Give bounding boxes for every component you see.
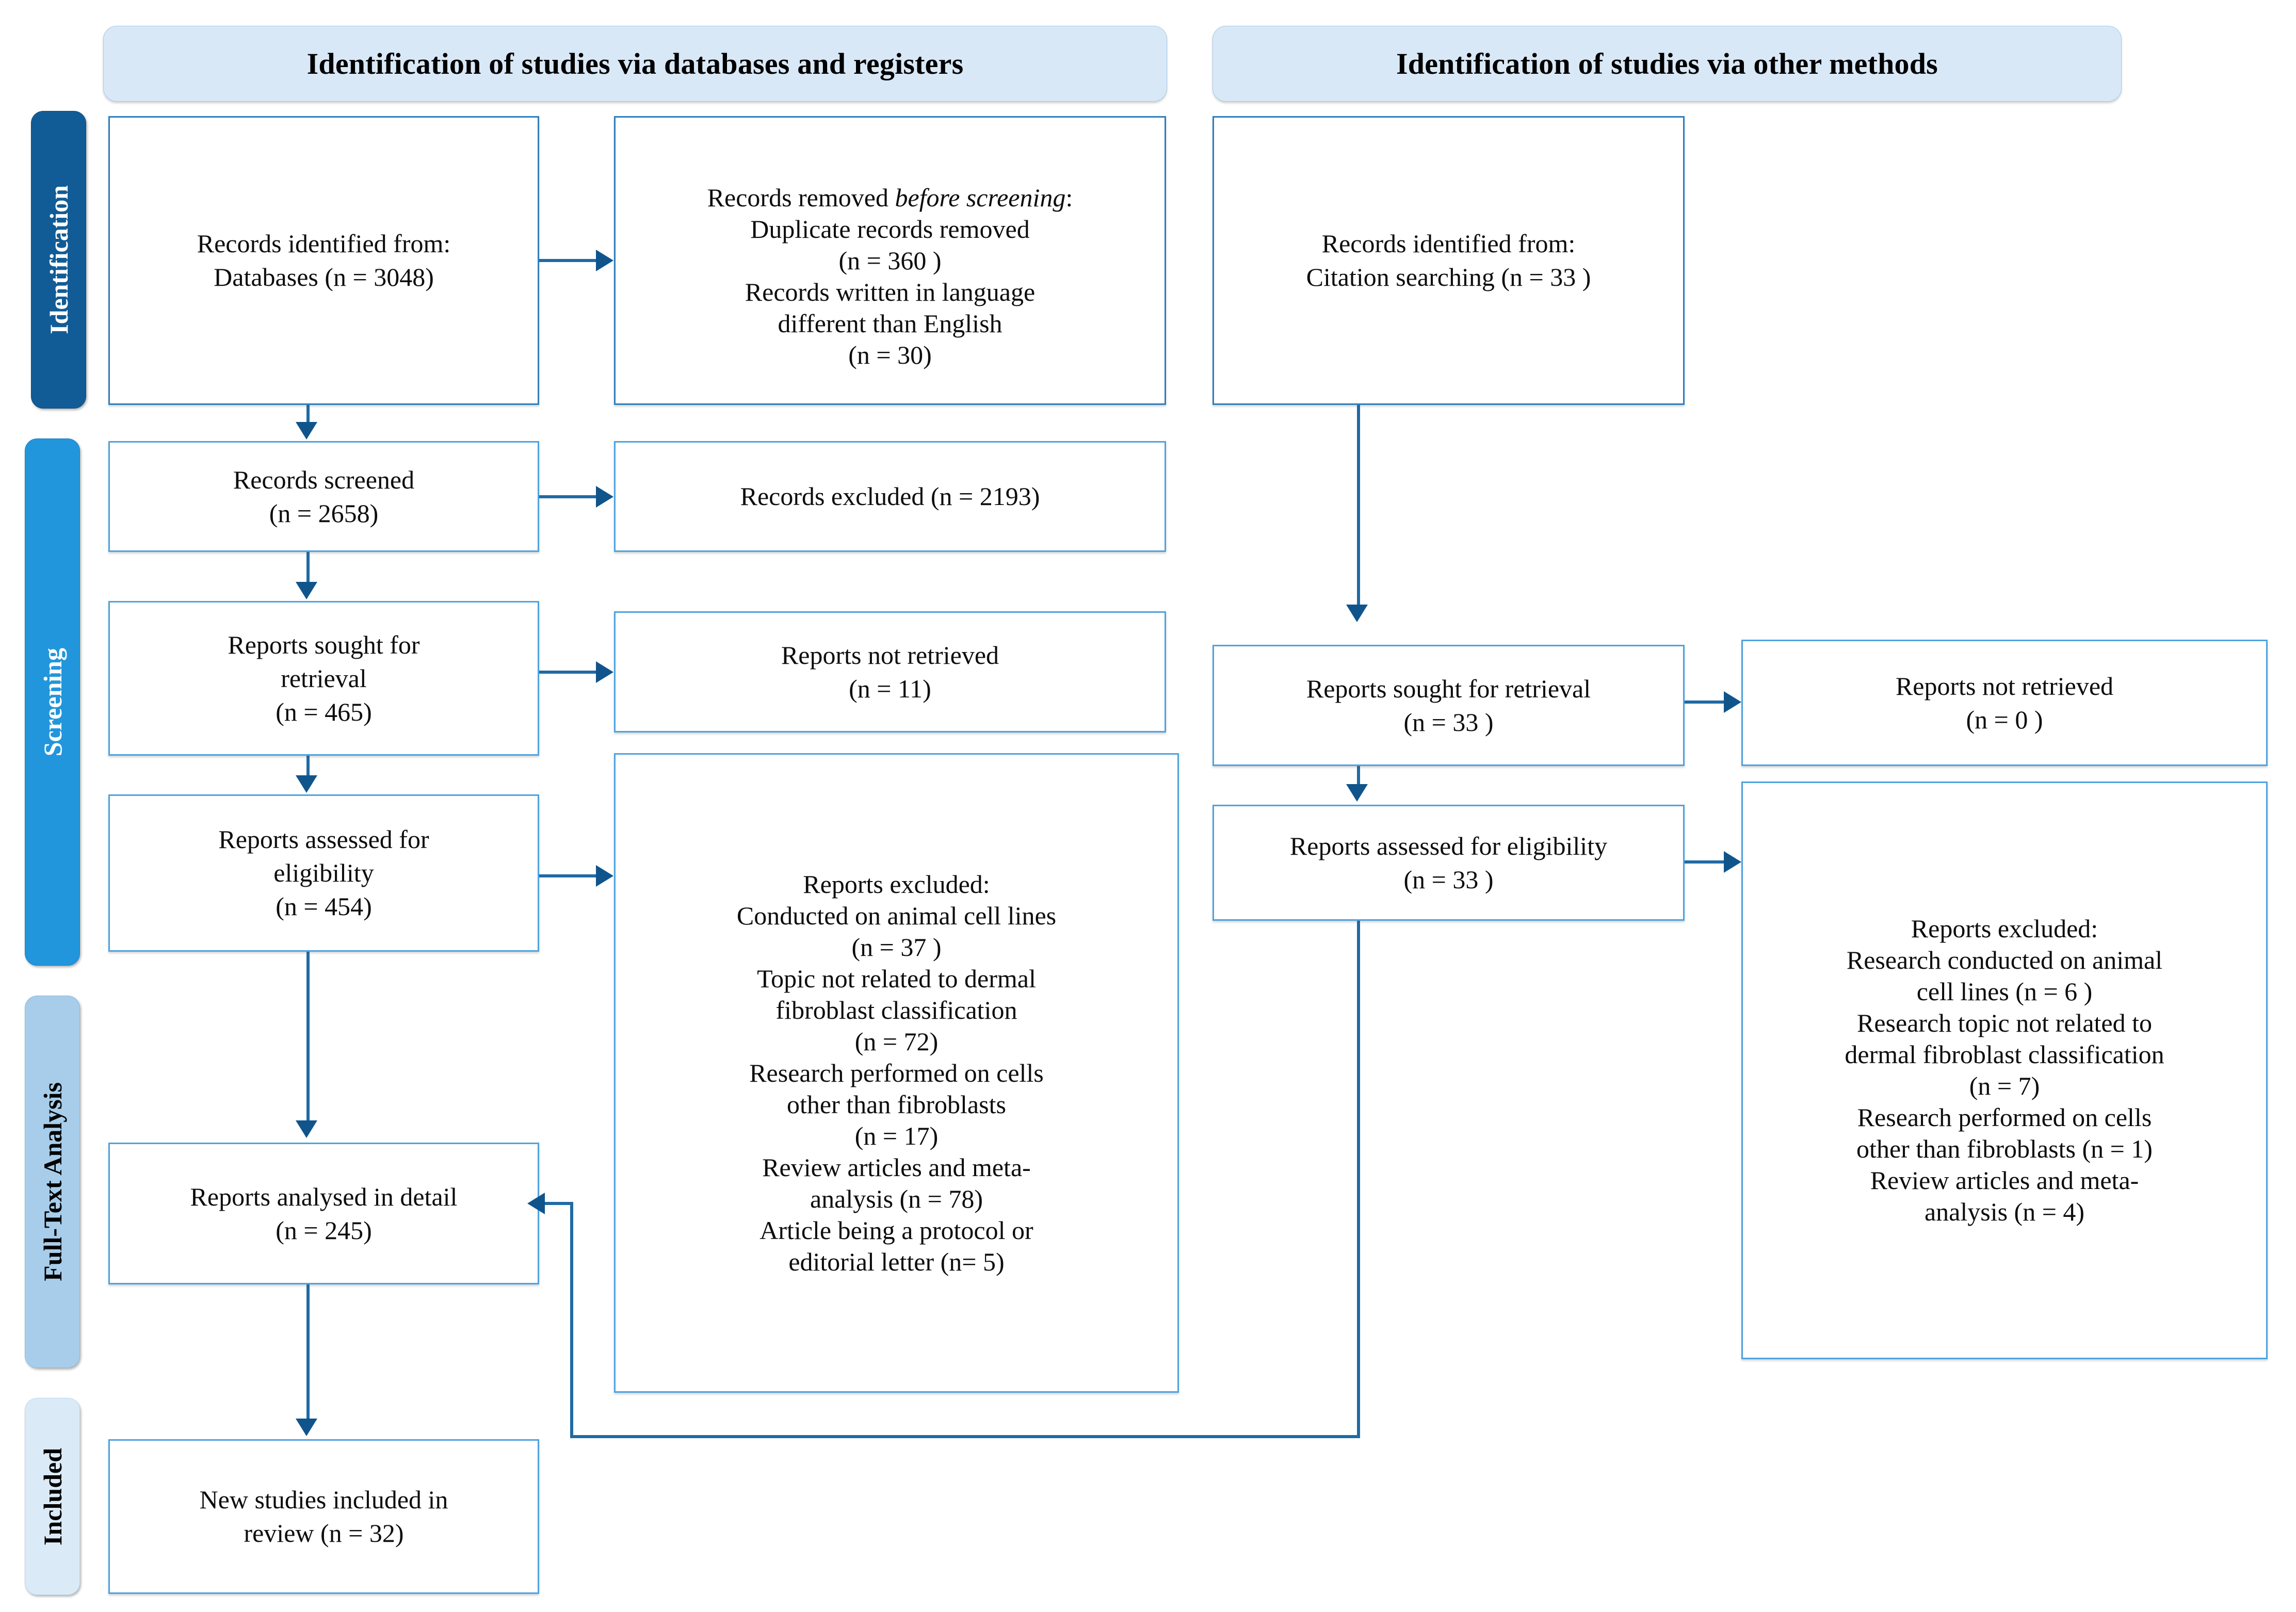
arrowhead-sought-to-not-retrieved-left xyxy=(596,661,613,683)
box-reports-sought-retrieval-right: Reports sought for retrieval (n = 33 ) xyxy=(1212,645,1685,766)
arrowhead-citation-to-sought-right xyxy=(1346,605,1368,622)
connector-screened-to-excluded xyxy=(539,495,597,498)
phase-band-included: Included xyxy=(25,1398,80,1595)
connector-databases-to-removed xyxy=(539,259,597,262)
banner-other-methods: Identification of studies via other meth… xyxy=(1212,26,2122,102)
box-reports-analysed-detail-text: Reports analysed in detail (n = 245) xyxy=(190,1182,458,1245)
box-records-identified-databases-text: Records identified from: Databases (n = … xyxy=(197,229,451,291)
arrowhead-screened-to-excluded xyxy=(596,486,613,508)
arrowhead-screened-to-sought xyxy=(296,582,317,599)
box-records-excluded-text: Records excluded (n = 2193) xyxy=(740,482,1040,511)
phase-band-identification-label: Identification xyxy=(44,185,73,334)
box-reports-sought-retrieval-left: Reports sought for retrieval (n = 465) xyxy=(108,601,539,756)
box-reports-not-retrieved-right-text: Reports not retrieved (n = 0 ) xyxy=(1895,671,2114,734)
connector-screened-to-sought xyxy=(306,552,310,583)
records-removed-rest: Duplicate records removed (n = 360 ) Rec… xyxy=(745,214,1036,369)
box-reports-assessed-eligibility-left: Reports assessed for eligibility (n = 45… xyxy=(108,794,539,952)
records-removed-italic: before screening xyxy=(895,183,1066,212)
arrowhead-assessed-to-excluded-left xyxy=(596,865,613,887)
connector-analysed-to-included xyxy=(306,1284,310,1420)
connector-assessed-to-excluded-left xyxy=(539,874,597,877)
box-reports-excluded-right-text: Reports excluded: Research conducted on … xyxy=(1845,914,2164,1226)
connector-sought-to-not-retrieved-right xyxy=(1685,701,1725,704)
phase-band-included-label: Included xyxy=(38,1447,67,1545)
connector-return-right-vertical xyxy=(1357,921,1360,1438)
box-reports-not-retrieved-left: Reports not retrieved (n = 11) xyxy=(614,611,1166,732)
box-reports-sought-retrieval-right-text: Reports sought for retrieval (n = 33 ) xyxy=(1306,674,1591,737)
banner-databases-registers: Identification of studies via databases … xyxy=(103,26,1167,102)
records-removed-line1: Records removed xyxy=(707,183,895,212)
connector-sought-to-assessed-right xyxy=(1357,766,1360,786)
connector-assessed-to-excluded-right xyxy=(1685,860,1725,864)
connector-assessed-to-analysed xyxy=(306,952,310,1122)
arrowhead-databases-to-removed xyxy=(596,250,613,271)
box-records-removed-before-screening: Records removed before screening: Duplic… xyxy=(614,116,1166,405)
box-records-screened: Records screened (n = 2658) xyxy=(108,441,539,552)
box-reports-excluded-left: Reports excluded: Conducted on animal ce… xyxy=(614,753,1179,1393)
box-records-excluded: Records excluded (n = 2193) xyxy=(614,441,1166,552)
connector-return-horizontal xyxy=(570,1435,1360,1438)
connector-sought-to-assessed-left xyxy=(306,756,310,777)
box-reports-analysed-detail: Reports analysed in detail (n = 245) xyxy=(108,1143,539,1284)
box-records-identified-databases: Records identified from: Databases (n = … xyxy=(108,116,539,405)
box-reports-excluded-left-text: Reports excluded: Conducted on animal ce… xyxy=(736,869,1057,1276)
box-new-studies-included: New studies included in review (n = 32) xyxy=(108,1439,539,1594)
box-records-screened-text: Records screened (n = 2658) xyxy=(233,465,415,528)
records-removed-colon: : xyxy=(1065,183,1073,212)
box-records-identified-citation: Records identified from: Citation search… xyxy=(1212,116,1685,405)
arrowhead-assessed-to-analysed xyxy=(296,1120,317,1138)
connector-citation-to-sought-right xyxy=(1357,405,1360,606)
connector-databases-to-screened xyxy=(306,405,310,425)
box-new-studies-included-text: New studies included in review (n = 32) xyxy=(199,1485,448,1548)
arrowhead-sought-to-assessed-left xyxy=(296,775,317,793)
arrowhead-assessed-to-excluded-right xyxy=(1724,851,1741,873)
box-reports-assessed-eligibility-right: Reports assessed for eligibility (n = 33… xyxy=(1212,805,1685,921)
box-records-removed-before-screening-text: Records removed before screening: Duplic… xyxy=(700,151,1080,371)
banner-right-label: Identification of studies via other meth… xyxy=(1396,47,1938,80)
connector-return-left-vertical xyxy=(570,1202,573,1437)
arrowhead-return-into-analysed xyxy=(527,1193,545,1214)
banner-left-label: Identification of studies via databases … xyxy=(306,47,964,80)
phase-band-screening-label: Screening xyxy=(38,647,67,757)
phase-band-identification: Identification xyxy=(31,111,86,409)
arrowhead-analysed-to-included xyxy=(296,1419,317,1436)
phase-band-full-text-analysis: Full-Text Analysis xyxy=(25,996,80,1368)
box-reports-assessed-eligibility-right-text: Reports assessed for eligibility (n = 33… xyxy=(1289,831,1608,894)
connector-sought-to-not-retrieved-left xyxy=(539,671,597,674)
connector-return-into-analysed xyxy=(544,1202,573,1205)
box-reports-sought-retrieval-left-text: Reports sought for retrieval (n = 465) xyxy=(228,630,420,726)
box-reports-excluded-right: Reports excluded: Research conducted on … xyxy=(1741,781,2268,1359)
arrowhead-sought-to-assessed-right xyxy=(1346,784,1368,802)
arrowhead-sought-to-not-retrieved-right xyxy=(1724,691,1741,713)
arrowhead-databases-to-screened xyxy=(296,422,317,439)
box-records-identified-citation-text: Records identified from: Citation search… xyxy=(1306,229,1591,291)
box-reports-not-retrieved-right: Reports not retrieved (n = 0 ) xyxy=(1741,640,2268,766)
box-reports-not-retrieved-left-text: Reports not retrieved (n = 11) xyxy=(781,640,999,703)
box-reports-assessed-eligibility-left-text: Reports assessed for eligibility (n = 45… xyxy=(218,825,429,921)
phase-band-screening: Screening xyxy=(25,438,80,966)
phase-band-full-text-analysis-label: Full-Text Analysis xyxy=(38,1082,67,1281)
